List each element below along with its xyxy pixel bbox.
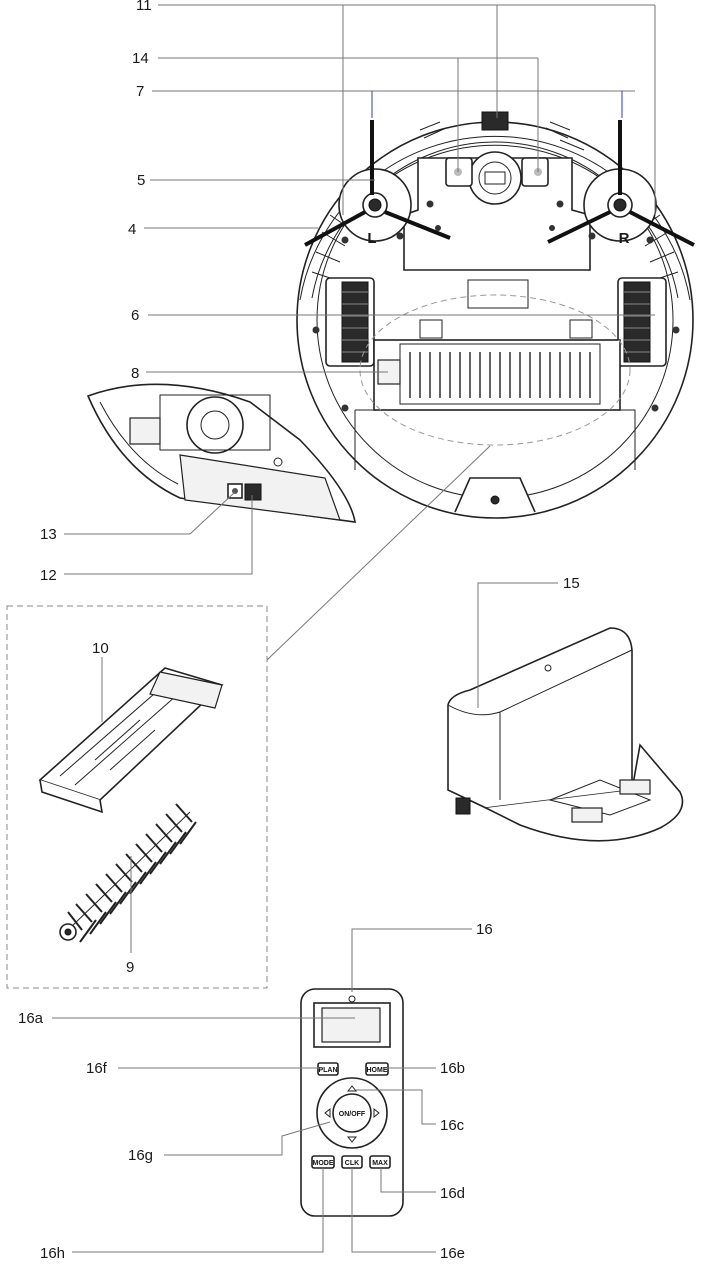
remote-control: PLAN HOME ON/OFF MODE CLK MAX	[300, 988, 404, 1217]
top-sensor-housing	[481, 111, 509, 131]
arrow-up-icon	[346, 1085, 358, 1092]
mode-button-label: MODE	[313, 1160, 334, 1167]
callout-14: 14	[132, 50, 149, 67]
callout-8: 8	[131, 365, 139, 382]
robot-side-detail-view	[86, 383, 356, 523]
callout-13: 13	[40, 526, 57, 543]
callout-16g: 16g	[128, 1147, 153, 1164]
callout-16f: 16f	[86, 1060, 108, 1077]
callout-16d: 16d	[440, 1185, 465, 1202]
robot-underside-view: L R	[296, 111, 695, 519]
callout-10: 10	[92, 640, 109, 657]
charging-socket	[244, 483, 262, 501]
right-drive-wheel	[617, 277, 667, 367]
arrow-down-icon	[346, 1136, 358, 1143]
max-button-label: MAX	[372, 1160, 388, 1167]
callout-5: 5	[137, 172, 145, 189]
main-brush	[59, 803, 197, 943]
callout-16e: 16e	[440, 1245, 465, 1262]
onoff-button-label: ON/OFF	[339, 1111, 366, 1118]
callout-16a: 16a	[18, 1010, 44, 1027]
callout-9: 9	[126, 959, 134, 976]
left-brush-letter: L	[367, 230, 376, 247]
main-brush-housing	[373, 319, 621, 411]
plan-button-label: PLAN	[318, 1067, 337, 1074]
callout-labels: 11 14 7 5 4 6 8 13 12 15 10 9 16 16a 16f…	[18, 0, 580, 1262]
main-brush-zoom-circle	[359, 294, 631, 446]
brush-cover	[38, 667, 224, 814]
callout-15: 15	[563, 575, 580, 592]
callout-11: 11	[136, 0, 152, 14]
plan-button	[317, 1062, 339, 1076]
callout-7: 7	[136, 83, 144, 100]
arrow-right-icon	[373, 1107, 380, 1119]
home-button	[365, 1062, 389, 1076]
callout-16: 16	[476, 921, 493, 938]
callout-16b: 16b	[440, 1060, 465, 1077]
leader-lines	[52, 4, 656, 1253]
dustbin	[354, 409, 636, 470]
callout-4: 4	[128, 221, 136, 238]
onoff-button	[332, 1093, 372, 1133]
home-button-label: HOME	[367, 1067, 388, 1074]
max-button	[369, 1155, 391, 1169]
left-side-brush: L	[304, 120, 451, 247]
callout-12: 12	[40, 567, 57, 584]
charging-dock	[447, 627, 684, 842]
callout-6: 6	[131, 307, 139, 324]
left-drive-wheel	[325, 277, 375, 367]
arrow-left-icon	[324, 1107, 331, 1119]
battery-cover	[467, 279, 529, 309]
right-side-brush: R	[547, 120, 695, 247]
callout-16c: 16c	[440, 1117, 465, 1134]
remote-lcd	[321, 1007, 381, 1043]
right-brush-letter: R	[619, 230, 630, 247]
front-bumper	[299, 135, 691, 301]
clk-button-label: CLK	[345, 1160, 359, 1167]
main-brush-inset-frame	[6, 605, 268, 989]
callout-16h: 16h	[40, 1245, 65, 1262]
